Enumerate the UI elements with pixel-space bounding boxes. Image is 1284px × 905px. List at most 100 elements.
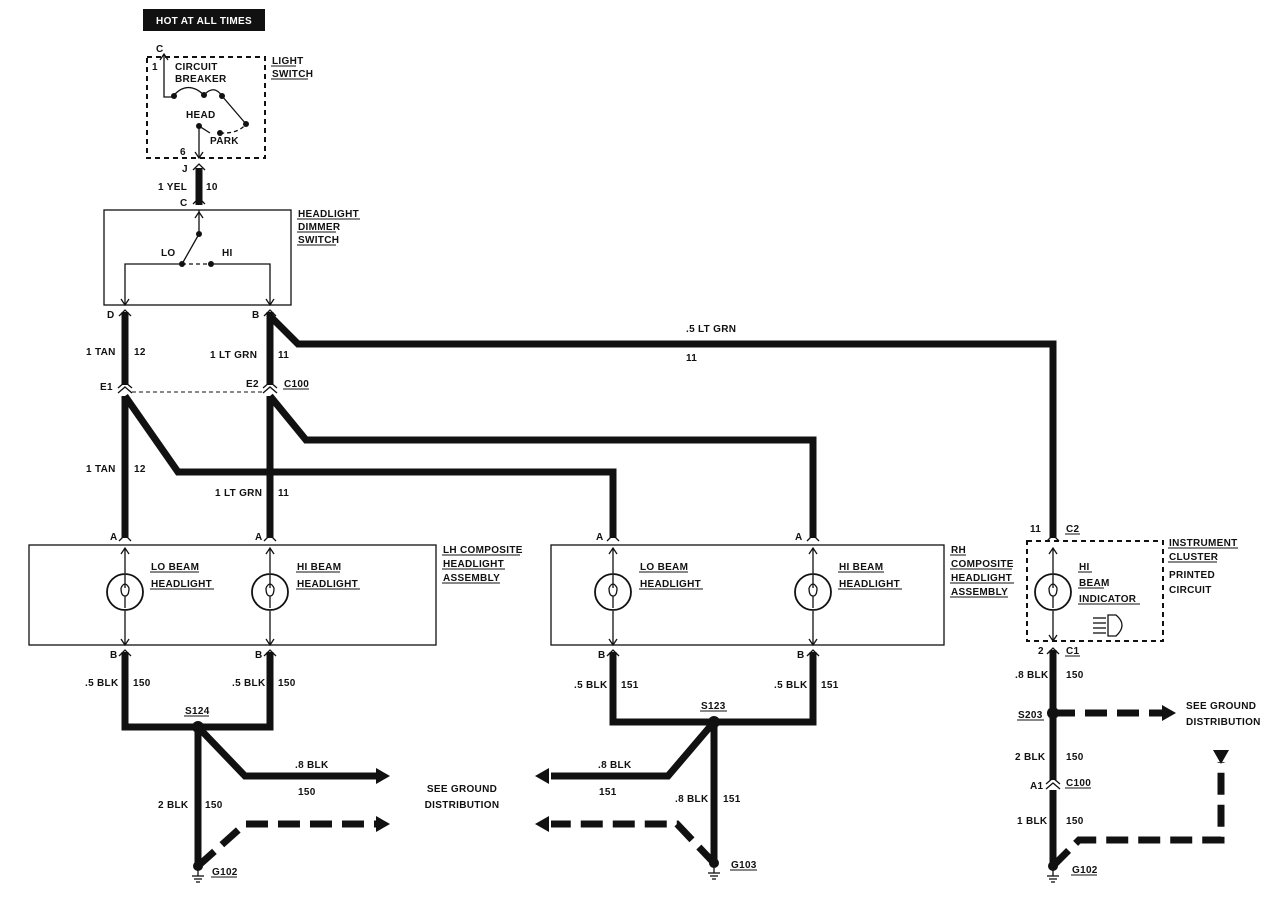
cluster-pin-11: 11 <box>1030 524 1041 535</box>
cluster-box <box>1026 540 1164 642</box>
lh-wire-right-circuit: 150 <box>278 678 296 689</box>
rh-headlight-assembly: A A LO BEAM HEADLIGHT HI BEAM HEADLIGHT … <box>550 532 1014 661</box>
headlight-dimmer-switch: C LO HI HEADLIGHT DIMMER SWITCH D B <box>103 198 360 321</box>
wire-tan-top-color: 1 TAN <box>86 347 116 358</box>
wire-ltgrn-to-rh-hi <box>267 393 817 538</box>
dimmer-terminal-c: C <box>180 198 188 209</box>
wire-yel-color: 1 YEL <box>158 182 187 193</box>
right-blk8-color: .8 BLK <box>1015 670 1049 681</box>
g102-right-label: G102 <box>1072 865 1098 876</box>
lh-hi-label-1: HI BEAM <box>297 562 341 573</box>
dimmer-label-3: SWITCH <box>298 235 339 246</box>
rh-lo-label-2: HEADLIGHT <box>640 579 701 590</box>
rh-wire-right-circuit: 151 <box>821 680 839 691</box>
rh-label-1: RH <box>951 545 966 556</box>
cluster-label-4: CIRCUIT <box>1169 585 1212 596</box>
rh-blk8-color: .8 BLK <box>598 760 632 771</box>
dimmer-contact-arm <box>181 233 200 265</box>
wire-ltgrn-top-color: 1 LT GRN <box>210 350 257 361</box>
rh-hi-label-1: HI BEAM <box>839 562 883 573</box>
rh-wire-left-circuit: 151 <box>621 680 639 691</box>
rh-lo-beam-lamp <box>594 573 632 611</box>
light-switch-pin-1: 1 <box>152 62 158 73</box>
light-switch-park: PARK <box>210 136 239 147</box>
right-blk2-color: 2 BLK <box>1015 752 1046 763</box>
ground-g102-lh-icon <box>192 861 204 883</box>
cluster-pin-2: 2 <box>1038 646 1044 657</box>
lh-blk8-color: .8 BLK <box>295 760 329 771</box>
light-switch-label-1: LIGHT <box>272 56 304 67</box>
light-switch-head: HEAD <box>186 110 216 121</box>
rh-assembly-box <box>550 544 945 646</box>
dimmer-terminal-d: D <box>107 310 115 321</box>
cluster-ind-3: INDICATOR <box>1079 594 1137 605</box>
circuit-breaker-label-2: BREAKER <box>175 74 227 85</box>
ground-g103-icon <box>708 858 720 880</box>
light-switch: C 1 CIRCUIT BREAKER HEAD PARK 6 J LIGHT … <box>146 44 313 175</box>
connector-c100-bottom <box>1045 777 1061 790</box>
rh-blk8-circuit: 151 <box>599 787 617 798</box>
center-see-ground-2: DISTRIBUTION <box>425 800 500 811</box>
lh-hi-beam-lamp <box>251 573 289 611</box>
lh-blk2-circuit: 150 <box>205 800 223 811</box>
lh-blk8-circuit: 150 <box>298 787 316 798</box>
wire-ltgrn-long-color: .5 LT GRN <box>686 324 736 335</box>
right-blk1-circuit: 150 <box>1066 816 1084 827</box>
rh-lo-label-1: LO BEAM <box>640 562 688 573</box>
lh-wire-left-circuit: 150 <box>133 678 151 689</box>
c100-top-name: C100 <box>284 379 309 390</box>
rh-term-a2: A <box>795 532 803 543</box>
dimmer-hi: HI <box>222 248 233 259</box>
right-blk2-circuit: 150 <box>1066 752 1084 763</box>
center-see-ground-1: SEE GROUND <box>427 784 497 795</box>
wire-ltgrn-top-circuit: 11 <box>278 350 289 361</box>
wire-tan-top-circuit: 12 <box>134 347 146 358</box>
wire-ltgrn-long-circuit: 11 <box>686 353 697 364</box>
rh-term-b1: B <box>598 650 606 661</box>
light-switch-feed <box>163 54 174 98</box>
dimmer-label-2: DIMMER <box>298 222 341 233</box>
hot-at-all-times-tag: HOT AT ALL TIMES <box>143 9 265 31</box>
wire-tan-to-rh-lo <box>122 393 617 538</box>
light-switch-terminal-c: C <box>156 44 164 55</box>
rh-wire-right-color: .5 BLK <box>774 680 808 691</box>
rh-label-2: COMPOSITE <box>951 559 1014 570</box>
lh-blk2-color: 2 BLK <box>158 800 189 811</box>
right-blk8-circuit: 150 <box>1066 670 1084 681</box>
cluster-label-1: INSTRUMENT <box>1169 538 1238 549</box>
right-c100: C100 <box>1066 778 1091 789</box>
rh-term-b2: B <box>797 650 805 661</box>
circuit-breaker-label-1: CIRCUIT <box>175 62 218 73</box>
light-switch-box <box>146 56 266 159</box>
lh-wire-right-color: .5 BLK <box>232 678 266 689</box>
light-switch-conn-j: J <box>182 164 188 175</box>
s123-label: S123 <box>701 701 726 712</box>
lh-label-2: HEADLIGHT <box>443 559 504 570</box>
lh-term-a1: A <box>110 532 118 543</box>
rh-term-a1: A <box>596 532 604 543</box>
lh-assembly-box <box>28 544 437 646</box>
ground-g102-right-icon <box>1047 861 1059 883</box>
dimmer-label-1: HEADLIGHT <box>298 209 359 220</box>
cluster-ind-1: HI <box>1079 562 1090 573</box>
lh-term-b1: B <box>110 650 118 661</box>
wire-5-ltgrn-11 <box>267 313 1057 538</box>
hi-beam-indicator-lamp <box>1034 573 1072 611</box>
wire-tan-mid-color: 1 TAN <box>86 464 116 475</box>
light-switch-contact <box>198 125 211 134</box>
dimmer-terminal-b: B <box>252 310 260 321</box>
right-see-ground-1: SEE GROUND <box>1186 701 1256 712</box>
hot-at-all-times-label: HOT AT ALL TIMES <box>156 16 252 27</box>
lh-term-a2: A <box>255 532 263 543</box>
wire-8-blk-151 <box>551 719 717 780</box>
rh-blk8b-circuit: 151 <box>723 794 741 805</box>
light-switch-label-2: SWITCH <box>272 69 313 80</box>
c100-e1: E1 <box>100 382 113 393</box>
connector-c100-top: E1 E2 C100 <box>100 379 309 394</box>
wire-yel-circuit: 10 <box>206 182 218 193</box>
rh-blk8b-color: .8 BLK <box>675 794 709 805</box>
right-blk1-color: 1 BLK <box>1017 816 1048 827</box>
rh-hi-label-2: HEADLIGHT <box>839 579 900 590</box>
lh-wire-left-color: .5 BLK <box>85 678 119 689</box>
